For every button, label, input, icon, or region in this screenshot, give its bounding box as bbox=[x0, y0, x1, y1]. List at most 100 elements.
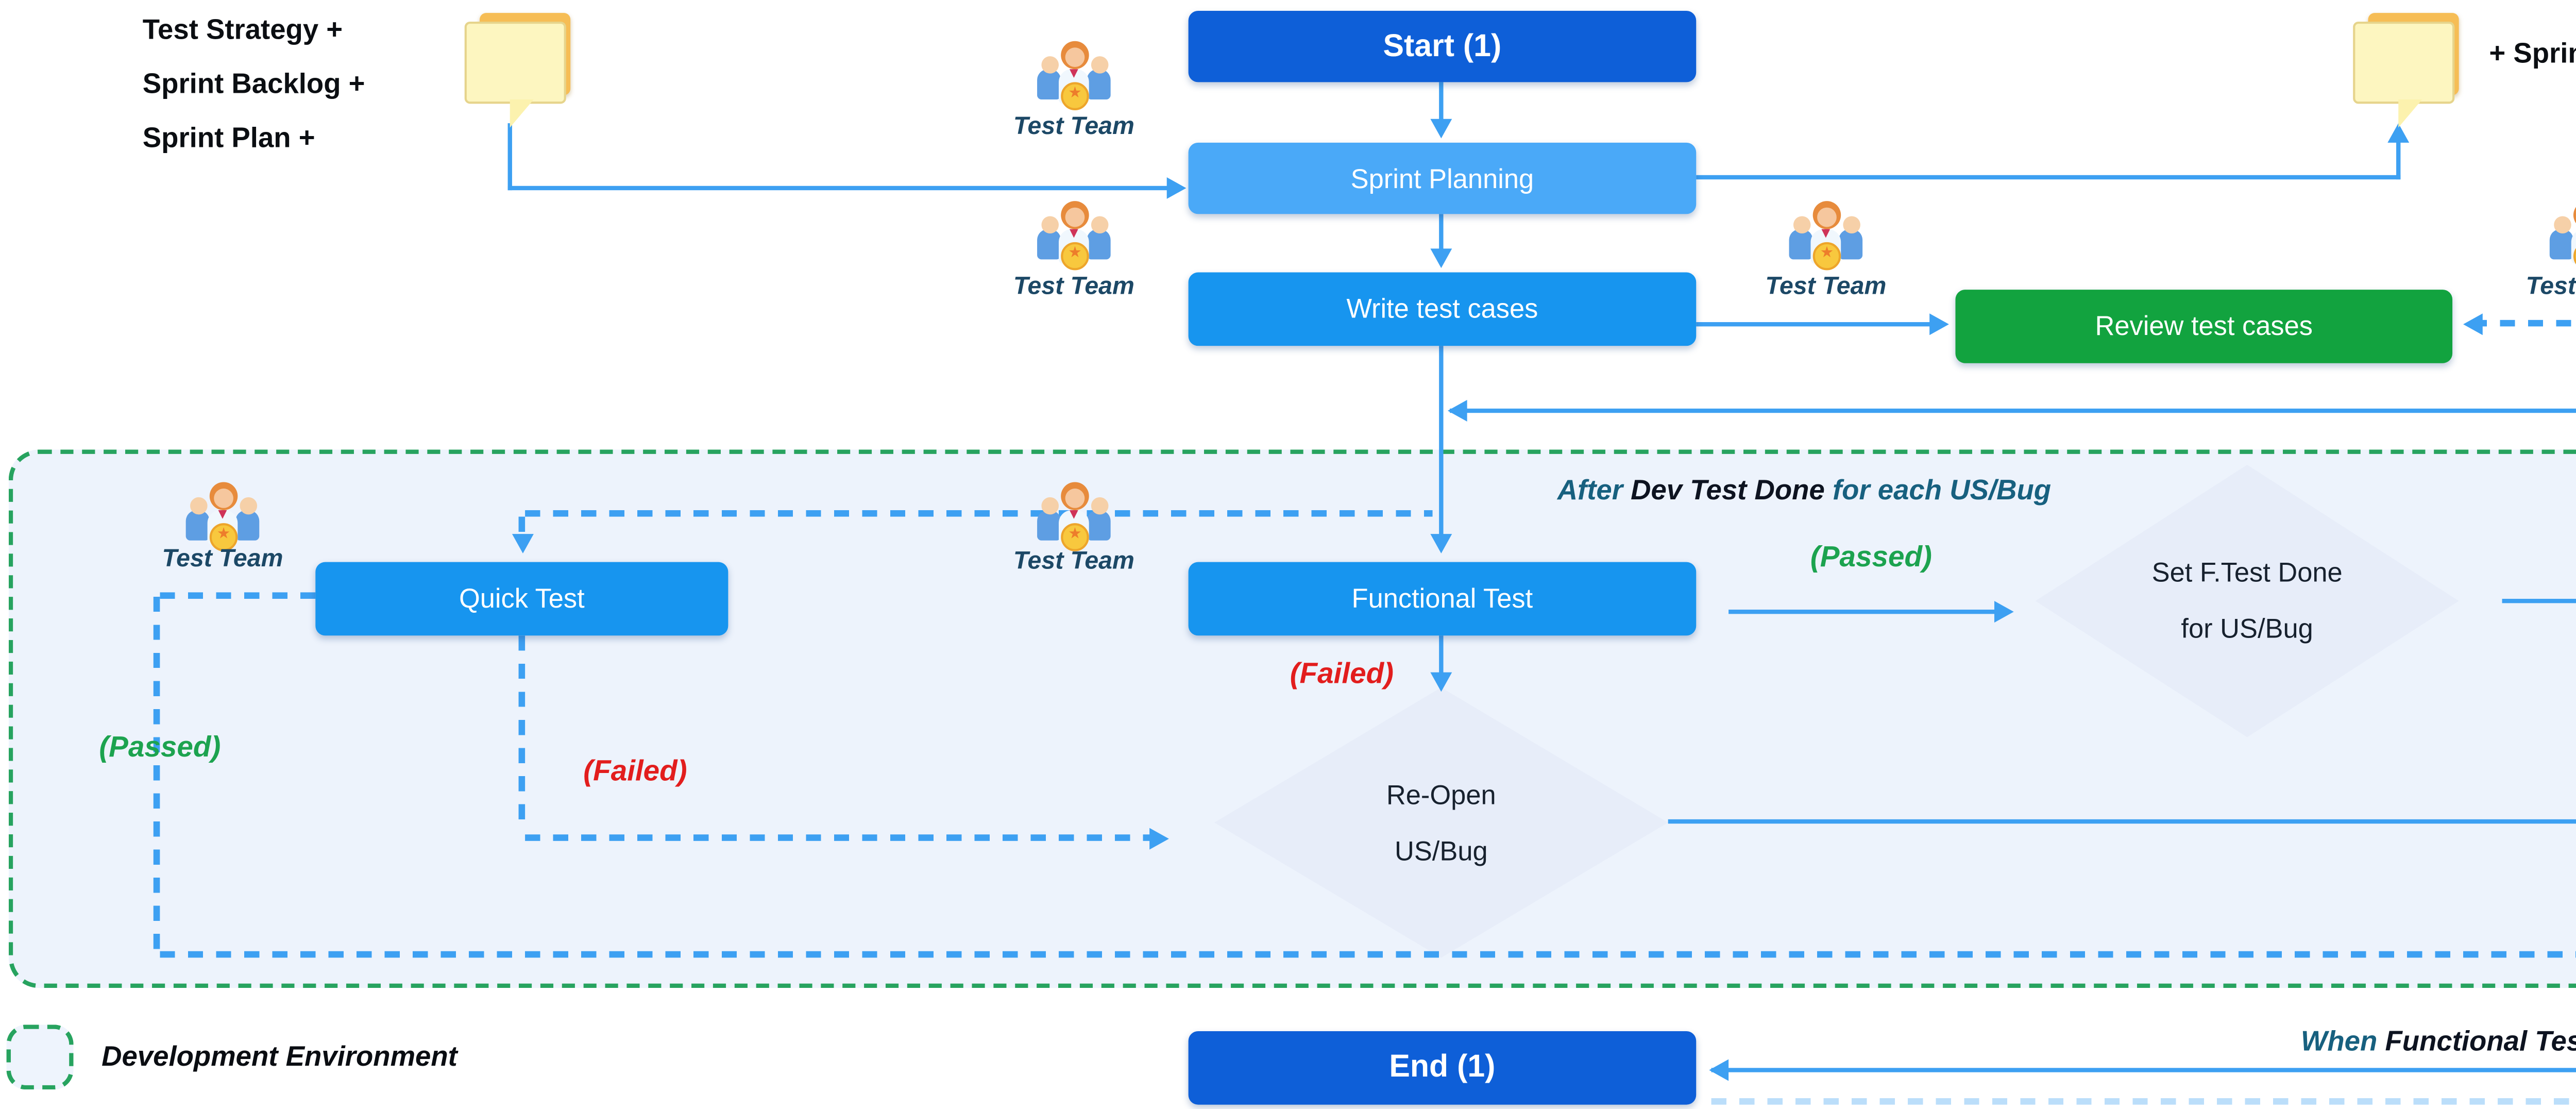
node-review-test-cases: Review test cases bbox=[1955, 290, 2453, 363]
node-end: End (1) bbox=[1188, 1031, 1697, 1105]
dashed-connector bbox=[153, 596, 160, 956]
medal-star-icon bbox=[1812, 242, 1841, 271]
test-team-icon bbox=[2549, 186, 2576, 271]
test-team-label: Test Team bbox=[1013, 114, 1134, 141]
arrowhead-right-icon bbox=[1929, 313, 1949, 335]
person-icon bbox=[1087, 216, 1111, 260]
test-team-label: Test Team bbox=[162, 547, 283, 573]
after-dev-test-done-label: After Dev Test Done for each US/Bug bbox=[1394, 474, 2215, 506]
sprint-test-plan-label: + Sprint Test Plan bbox=[2489, 37, 2576, 70]
person-icon bbox=[1037, 497, 1061, 541]
arrowhead-left-icon bbox=[2463, 313, 2483, 335]
node-quick-test: Quick Test bbox=[315, 562, 728, 636]
label-part-bold: Functional Test Done bbox=[2385, 1024, 2576, 1057]
connector bbox=[1450, 408, 2576, 413]
diamond-text-line: Set F.Test Done bbox=[2151, 558, 2343, 589]
dev-env-legend-label: Development Environment bbox=[101, 1039, 457, 1072]
passed-label: (Passed) bbox=[1810, 540, 1932, 573]
node-write-test-cases: Write test cases bbox=[1188, 272, 1697, 346]
test-team-icon bbox=[1037, 467, 1111, 551]
node-functional-test: Functional Test bbox=[1188, 562, 1697, 636]
medal-star-icon bbox=[1061, 242, 1089, 271]
sticky-note-tail bbox=[510, 99, 534, 128]
dashed-connector bbox=[525, 510, 1433, 517]
dashed-connector bbox=[160, 951, 2576, 958]
person-icon bbox=[1087, 497, 1111, 541]
arrowhead-left-icon bbox=[1447, 400, 1467, 422]
arrowhead-down-icon bbox=[1430, 119, 1452, 139]
test-team-icon bbox=[185, 467, 260, 551]
test-team-label: Test Team bbox=[2526, 274, 2576, 301]
person-icon bbox=[1839, 216, 1863, 260]
medal-star-icon bbox=[1061, 82, 1089, 110]
connector bbox=[1711, 1068, 2576, 1072]
diamond-text-line: Re-Open bbox=[1386, 779, 1496, 810]
artifact-list: Test Strategy + Sprint Backlog + Sprint … bbox=[143, 2, 365, 164]
sticky-note-tail bbox=[2398, 99, 2422, 128]
connector bbox=[2502, 598, 2576, 603]
dev-env-legend-swatch bbox=[6, 1024, 74, 1090]
connector bbox=[507, 123, 512, 191]
connector bbox=[1439, 635, 1444, 677]
connector bbox=[1439, 346, 1444, 541]
arrowhead-down-icon bbox=[512, 534, 534, 553]
person-icon bbox=[2549, 216, 2573, 260]
connector bbox=[1668, 819, 2576, 824]
sticky-note-icon bbox=[2338, 9, 2468, 134]
arrowhead-right-icon bbox=[1149, 828, 1169, 850]
connector bbox=[1696, 175, 2401, 180]
dashed-connector bbox=[2471, 320, 2576, 327]
person-icon bbox=[185, 497, 210, 541]
person-icon bbox=[1037, 56, 1061, 99]
medal-star-icon bbox=[209, 523, 238, 551]
arrowhead-right-icon bbox=[1994, 601, 2014, 623]
arrowhead-down-icon bbox=[1430, 672, 1452, 692]
label-part: for each US/Bug bbox=[1824, 473, 2052, 506]
dashed-connector bbox=[525, 834, 1152, 841]
test-team-icon bbox=[1789, 186, 1863, 271]
person-icon bbox=[235, 497, 260, 541]
artifact-line: Test Strategy + bbox=[142, 13, 343, 46]
person-icon bbox=[1087, 56, 1111, 99]
arrowhead-left-icon bbox=[1709, 1059, 1729, 1081]
hair bbox=[2572, 201, 2576, 229]
label-part-bold: Dev Test Done bbox=[1631, 473, 1825, 506]
connector bbox=[1696, 322, 1934, 327]
sticky-note-front-layer bbox=[2353, 21, 2455, 104]
label-part: After bbox=[1557, 473, 1631, 506]
arrowhead-right-icon bbox=[1166, 177, 1187, 199]
person-icon bbox=[1789, 216, 1813, 260]
when-functional-test-done-label: When Functional Test Done for all US/Bug bbox=[2172, 1024, 2576, 1057]
node-start: Start (1) bbox=[1188, 10, 1697, 82]
failed-label: (Failed) bbox=[583, 754, 687, 787]
person-icon bbox=[2571, 201, 2576, 264]
dashed-connector bbox=[160, 592, 316, 599]
connector bbox=[1439, 82, 1444, 130]
artifact-line: Sprint Backlog + bbox=[142, 67, 365, 99]
arrowhead-down-icon bbox=[1430, 248, 1452, 268]
dashed-connector bbox=[518, 516, 526, 539]
arrowhead-down-icon bbox=[1430, 534, 1452, 553]
medal-star-icon bbox=[1061, 523, 1089, 551]
dashed-connector bbox=[1711, 1098, 2576, 1105]
connector bbox=[1728, 609, 1997, 614]
passed-label: (Passed) bbox=[99, 730, 221, 763]
diamond-text-line: for US/Bug bbox=[2181, 614, 2313, 645]
test-team-icon bbox=[1037, 26, 1111, 110]
connector bbox=[1439, 214, 1444, 264]
label-part: When bbox=[2300, 1024, 2385, 1057]
dashed-connector bbox=[518, 635, 526, 830]
person-icon bbox=[1037, 216, 1061, 260]
connector bbox=[2396, 127, 2401, 180]
diamond-text-line: US/Bug bbox=[1394, 835, 1488, 866]
artifact-line: Sprint Plan + bbox=[142, 121, 315, 154]
connector bbox=[507, 186, 1182, 191]
test-team-label: Test Team bbox=[1013, 549, 1134, 575]
test-team-icon bbox=[1037, 186, 1111, 271]
test-team-label: Test Team bbox=[1013, 274, 1134, 301]
failed-label: (Failed) bbox=[1290, 657, 1394, 690]
sticky-note-front-layer bbox=[464, 21, 566, 104]
sticky-note-icon bbox=[460, 9, 590, 134]
test-team-label: Test Team bbox=[1765, 274, 1887, 301]
